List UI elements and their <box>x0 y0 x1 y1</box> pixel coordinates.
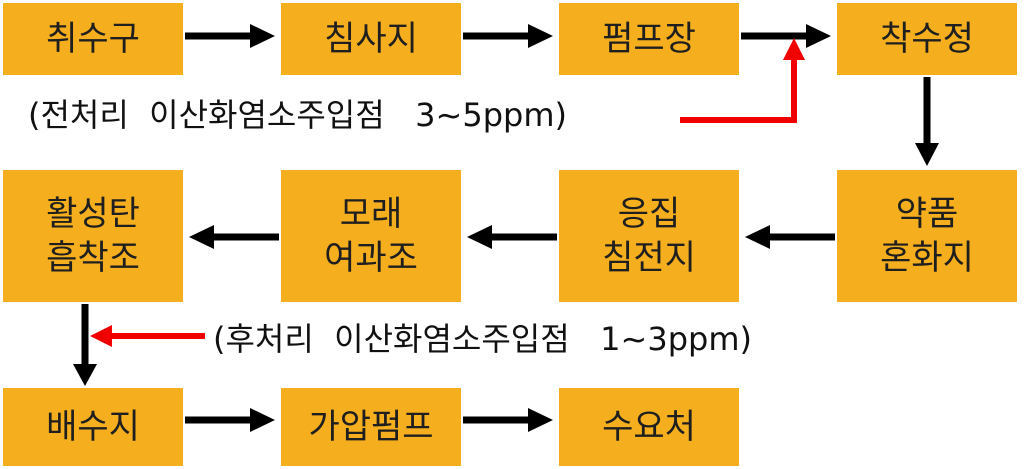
box-intake: 취수구 <box>3 3 183 75</box>
box-receiving-well-label: 착수정 <box>880 18 974 59</box>
box-flocculation-basin-label: 응집 침전지 <box>602 193 696 278</box>
box-sedimentation-label: 침사지 <box>324 18 418 59</box>
box-pump-station: 펌프장 <box>559 3 739 75</box>
box-flocculation-basin: 응집 침전지 <box>559 170 739 302</box>
box-consumer: 수요처 <box>559 388 739 466</box>
box-gac-adsorption-label: 활성탄 흡착조 <box>46 193 140 278</box>
arrowhead-pump-to-receiving-well <box>806 24 831 48</box>
box-sand-filter-label: 모래 여과조 <box>324 193 418 278</box>
arrowhead-sand-filter-to-gac <box>189 225 214 249</box>
post-injection-arrowhead <box>90 325 112 347</box>
arrowhead-sedimentation-to-pump <box>528 24 553 48</box>
box-distribution-reservoir: 배수지 <box>3 388 183 466</box>
box-booster-pump-label: 가압펌프 <box>308 406 434 447</box>
box-receiving-well: 착수정 <box>837 3 1017 75</box>
arrowhead-intake-to-sedimentation <box>250 24 275 48</box>
box-mixing-basin-label: 약품 혼화지 <box>880 193 974 278</box>
pre-chlorine-note: (전처리 이산화염소주입점 3~5ppm) <box>28 96 567 134</box>
arrowhead-gac-to-reservoir <box>73 364 97 386</box>
flow-arrows <box>73 24 939 432</box>
box-consumer-label: 수요처 <box>602 406 696 447</box>
arrowhead-mixing-to-flocculation <box>745 225 770 249</box>
arrowhead-booster-to-consumer <box>528 408 553 432</box>
box-intake-label: 취수구 <box>46 18 140 59</box>
box-distribution-reservoir-label: 배수지 <box>46 406 140 447</box>
post-chlorine-note: (후처리 이산화염소주입점 1~3ppm) <box>213 320 752 358</box>
arrowhead-reservoir-to-booster <box>250 408 275 432</box>
pre-injection-arrow <box>680 58 797 123</box>
box-mixing-basin: 약품 혼화지 <box>837 170 1017 302</box>
box-pump-station-label: 펌프장 <box>602 18 696 59</box>
arrowhead-receiving-well-to-mixing <box>915 143 939 166</box>
box-gac-adsorption: 활성탄 흡착조 <box>3 170 183 302</box>
box-sand-filter: 모래 여과조 <box>281 170 461 302</box>
box-booster-pump: 가압펌프 <box>281 388 461 466</box>
injection-arrows <box>90 38 805 347</box>
box-sedimentation: 침사지 <box>281 3 461 75</box>
pre-injection-arrowhead <box>783 38 805 60</box>
arrowhead-flocculation-to-sand-filter <box>467 225 492 249</box>
